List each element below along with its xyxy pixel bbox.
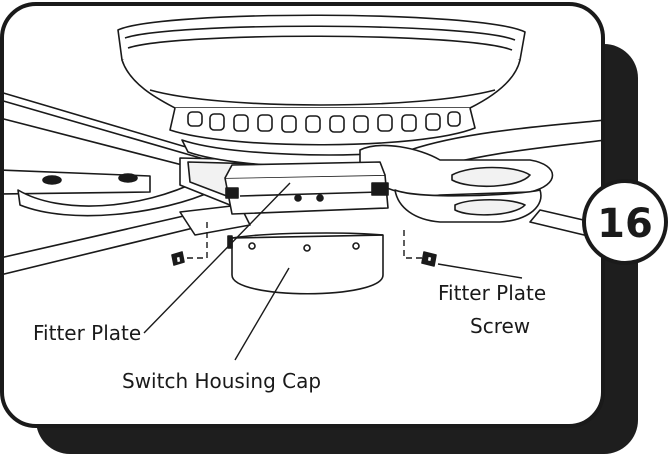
label-switch-housing-cap: Switch Housing Cap [122,369,321,393]
fitter-plate-screw-right [421,251,437,267]
alignment-lines [186,222,424,259]
label-fitter-plate-screw-line1: Fitter Plate [438,281,546,305]
label-fitter-plate-screw-line2: Screw [470,314,530,338]
left-blade-bracket [4,157,286,217]
step-badge: 16 [582,179,668,265]
label-fitter-plate: Fitter Plate [33,321,141,345]
step-number: 16 [597,201,653,247]
switch-housing-cap [227,232,384,295]
fitter-plate-assembly [224,161,389,215]
right-blade-upper [359,119,601,197]
leader-lines [143,182,523,361]
fitter-plate-screw-left [171,251,185,266]
housing-vents [187,111,461,133]
